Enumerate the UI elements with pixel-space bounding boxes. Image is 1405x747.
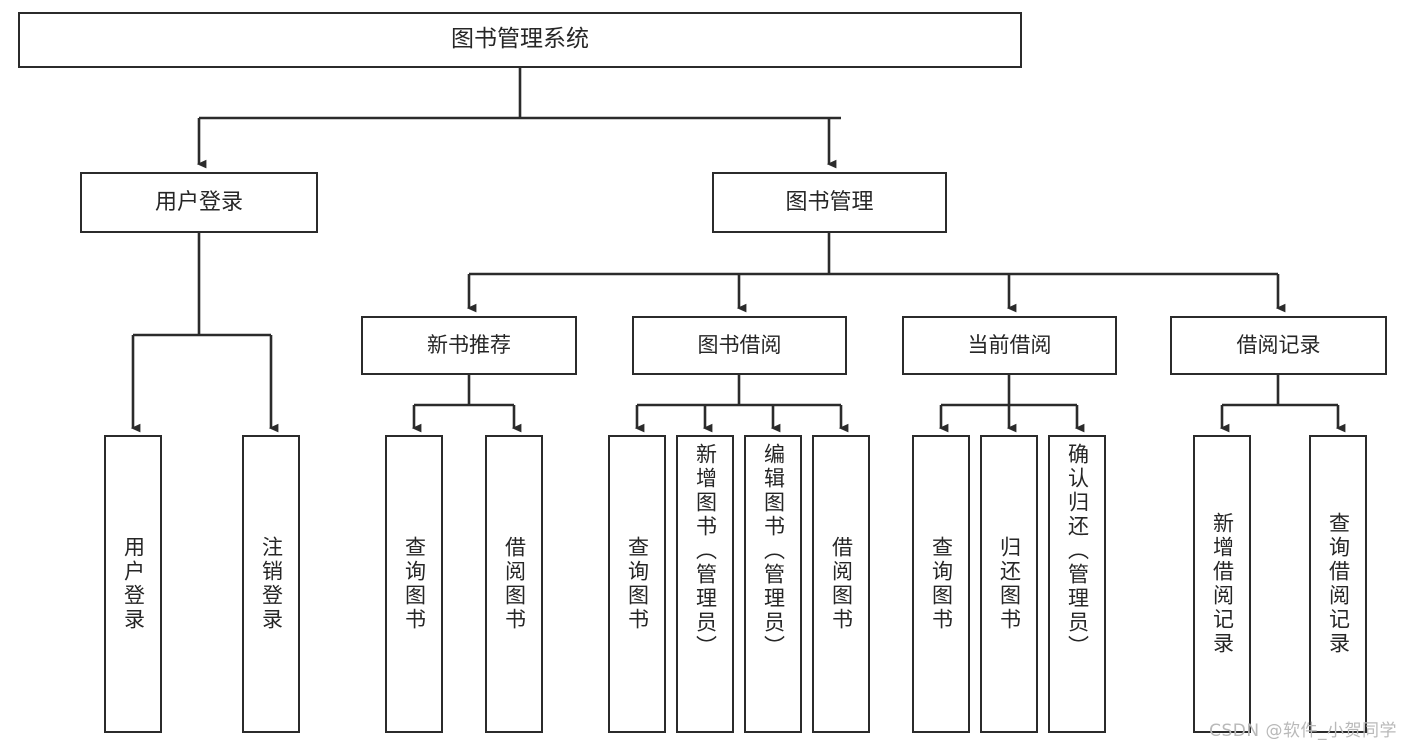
leaf-current-borrow-return-book[interactable]: 归还图书 (980, 435, 1038, 733)
node-book-borrow[interactable]: 图书借阅 (632, 316, 847, 375)
leaf-borrow-record-query-record[interactable]: 查询借阅记录 (1309, 435, 1367, 733)
node-label: 当前借阅 (967, 333, 1052, 358)
leaf-book-borrow-query-book[interactable]: 查询图书 (608, 435, 666, 733)
node-label: 新增借阅记录 (1210, 512, 1235, 656)
leaf-book-borrow-borrow-book[interactable]: 借阅图书 (812, 435, 870, 733)
node-label: 用户登录 (121, 536, 146, 632)
node-label: 借阅图书 (829, 536, 854, 632)
node-label: 图书管理 (785, 189, 874, 215)
node-label: 查询图书 (929, 536, 954, 632)
leaf-current-borrow-query-book[interactable]: 查询图书 (912, 435, 970, 733)
node-label: 图书管理系统 (451, 26, 589, 53)
node-label: 借阅记录 (1236, 333, 1321, 358)
node-label: 查询图书 (402, 536, 427, 632)
leaf-user-login-logout[interactable]: 注销登录 (242, 435, 300, 733)
node-label: 编辑图书（管理员） (761, 443, 786, 659)
node-new-book-recommend[interactable]: 新书推荐 (361, 316, 577, 375)
leaf-book-borrow-add-book-admin[interactable]: 新增图书（管理员） (676, 435, 734, 733)
node-label: 注销登录 (259, 536, 284, 632)
node-user-login[interactable]: 用户登录 (80, 172, 318, 233)
leaf-current-borrow-confirm-return-admin[interactable]: 确认归还（管理员） (1048, 435, 1106, 733)
node-label: 确认归还（管理员） (1065, 443, 1090, 659)
node-label: 用户登录 (154, 189, 243, 215)
node-root-book-management-system[interactable]: 图书管理系统 (18, 12, 1022, 68)
node-label: 查询图书 (625, 536, 650, 632)
leaf-new-book-borrow-book[interactable]: 借阅图书 (485, 435, 543, 733)
node-label: 查询借阅记录 (1326, 512, 1351, 656)
node-book-management[interactable]: 图书管理 (712, 172, 947, 233)
node-label: 新书推荐 (427, 333, 511, 358)
watermark-text: CSDN @软件_小贺同学 (1209, 721, 1397, 741)
node-label: 新增图书（管理员） (693, 443, 718, 659)
node-current-borrow[interactable]: 当前借阅 (902, 316, 1117, 375)
node-borrow-record[interactable]: 借阅记录 (1170, 316, 1387, 375)
node-label: 图书借阅 (697, 333, 782, 358)
leaf-new-book-query-book[interactable]: 查询图书 (385, 435, 443, 733)
leaf-borrow-record-add-record[interactable]: 新增借阅记录 (1193, 435, 1251, 733)
leaf-book-borrow-edit-book-admin[interactable]: 编辑图书（管理员） (744, 435, 802, 733)
node-label: 归还图书 (997, 536, 1022, 632)
leaf-user-login-login[interactable]: 用户登录 (104, 435, 162, 733)
node-label: 借阅图书 (502, 536, 527, 632)
